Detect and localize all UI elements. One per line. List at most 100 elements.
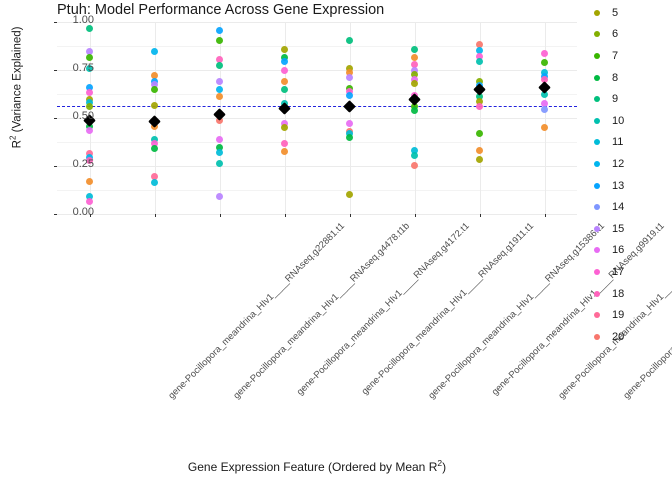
data-point[interactable]: [281, 85, 288, 93]
data-point[interactable]: [86, 64, 93, 72]
data-point[interactable]: [346, 120, 353, 128]
legend-item[interactable]: 17: [588, 261, 668, 283]
data-point[interactable]: [346, 36, 353, 44]
data-point[interactable]: [476, 147, 483, 155]
data-point[interactable]: [541, 68, 548, 76]
data-point[interactable]: [346, 64, 353, 72]
data-point[interactable]: [281, 148, 288, 156]
data-point[interactable]: [541, 100, 548, 108]
data-point[interactable]: [281, 67, 288, 75]
data-point[interactable]: [86, 88, 93, 96]
data-point[interactable]: [86, 54, 93, 62]
data-point[interactable]: [151, 145, 158, 153]
data-point[interactable]: [216, 144, 223, 152]
legend-item[interactable]: 12: [588, 153, 668, 175]
data-point[interactable]: [281, 46, 288, 54]
data-point[interactable]: [541, 91, 548, 99]
data-point[interactable]: [476, 129, 483, 137]
data-point[interactable]: [281, 124, 288, 132]
data-point[interactable]: [151, 102, 158, 110]
data-point[interactable]: [216, 117, 223, 125]
data-point[interactable]: [151, 85, 158, 93]
data-point[interactable]: [411, 66, 418, 74]
data-point[interactable]: [216, 159, 223, 167]
data-point[interactable]: [476, 98, 483, 106]
legend-item[interactable]: 7: [588, 45, 668, 67]
data-point[interactable]: [86, 99, 93, 107]
data-point[interactable]: [346, 191, 353, 199]
data-point[interactable]: [541, 124, 548, 132]
legend-item[interactable]: 14: [588, 196, 668, 218]
data-point[interactable]: [476, 155, 483, 163]
data-point[interactable]: [346, 69, 353, 77]
legend-item[interactable]: 19: [588, 304, 668, 326]
data-point[interactable]: [151, 173, 158, 181]
data-point[interactable]: [411, 54, 418, 62]
data-point[interactable]: [86, 150, 93, 158]
data-point[interactable]: [281, 54, 288, 62]
data-point[interactable]: [411, 102, 418, 110]
data-point[interactable]: [476, 47, 483, 55]
data-point[interactable]: [151, 178, 158, 186]
legend-item[interactable]: 20: [588, 326, 668, 348]
data-point[interactable]: [86, 156, 93, 164]
data-point[interactable]: [541, 76, 548, 84]
data-point[interactable]: [476, 57, 483, 65]
data-point[interactable]: [411, 79, 418, 87]
data-point[interactable]: [151, 135, 158, 143]
data-point[interactable]: [151, 72, 158, 80]
legend-item[interactable]: 15: [588, 218, 668, 240]
data-point[interactable]: [216, 27, 223, 35]
legend-item[interactable]: 16: [588, 240, 668, 262]
data-point[interactable]: [151, 140, 158, 148]
data-point[interactable]: [216, 78, 223, 86]
legend-item[interactable]: 18: [588, 283, 668, 305]
data-point[interactable]: [541, 105, 548, 113]
data-point[interactable]: [86, 83, 93, 91]
data-point[interactable]: [346, 133, 353, 141]
data-point[interactable]: [86, 193, 93, 201]
data-point[interactable]: [86, 25, 93, 33]
data-point[interactable]: [346, 74, 353, 82]
data-point[interactable]: [216, 61, 223, 69]
legend-item[interactable]: 13: [588, 175, 668, 197]
data-point[interactable]: [281, 57, 288, 65]
data-point[interactable]: [411, 76, 418, 84]
data-point[interactable]: [411, 147, 418, 155]
data-point[interactable]: [346, 88, 353, 95]
data-point[interactable]: [216, 149, 223, 157]
mean-marker[interactable]: [343, 100, 356, 113]
data-point[interactable]: [346, 92, 353, 100]
data-point[interactable]: [216, 36, 223, 44]
data-point[interactable]: [86, 48, 93, 56]
data-point[interactable]: [216, 55, 223, 63]
data-point[interactable]: [86, 177, 93, 185]
data-point[interactable]: [281, 120, 288, 128]
data-point[interactable]: [476, 102, 483, 110]
data-point[interactable]: [86, 126, 93, 134]
data-point[interactable]: [216, 92, 223, 100]
data-point[interactable]: [476, 93, 483, 101]
data-point[interactable]: [86, 102, 93, 110]
data-point[interactable]: [151, 81, 158, 89]
data-point[interactable]: [216, 135, 223, 143]
data-point[interactable]: [281, 140, 288, 148]
legend-item[interactable]: 9: [588, 88, 668, 110]
data-point[interactable]: [476, 78, 483, 86]
data-point[interactable]: [281, 78, 288, 86]
data-point[interactable]: [476, 53, 483, 61]
data-point[interactable]: [411, 46, 418, 54]
data-point[interactable]: [216, 85, 223, 93]
legend-item[interactable]: 5: [588, 2, 668, 24]
data-point[interactable]: [541, 58, 548, 66]
legend-item[interactable]: 11: [588, 132, 668, 154]
data-point[interactable]: [411, 60, 418, 68]
data-point[interactable]: [216, 193, 223, 201]
legend-item[interactable]: 10: [588, 110, 668, 132]
data-point[interactable]: [541, 50, 548, 58]
data-point[interactable]: [411, 161, 418, 169]
legend-item[interactable]: 6: [588, 24, 668, 46]
data-point[interactable]: [411, 151, 418, 159]
data-point[interactable]: [151, 48, 158, 56]
mean-marker[interactable]: [538, 80, 551, 94]
